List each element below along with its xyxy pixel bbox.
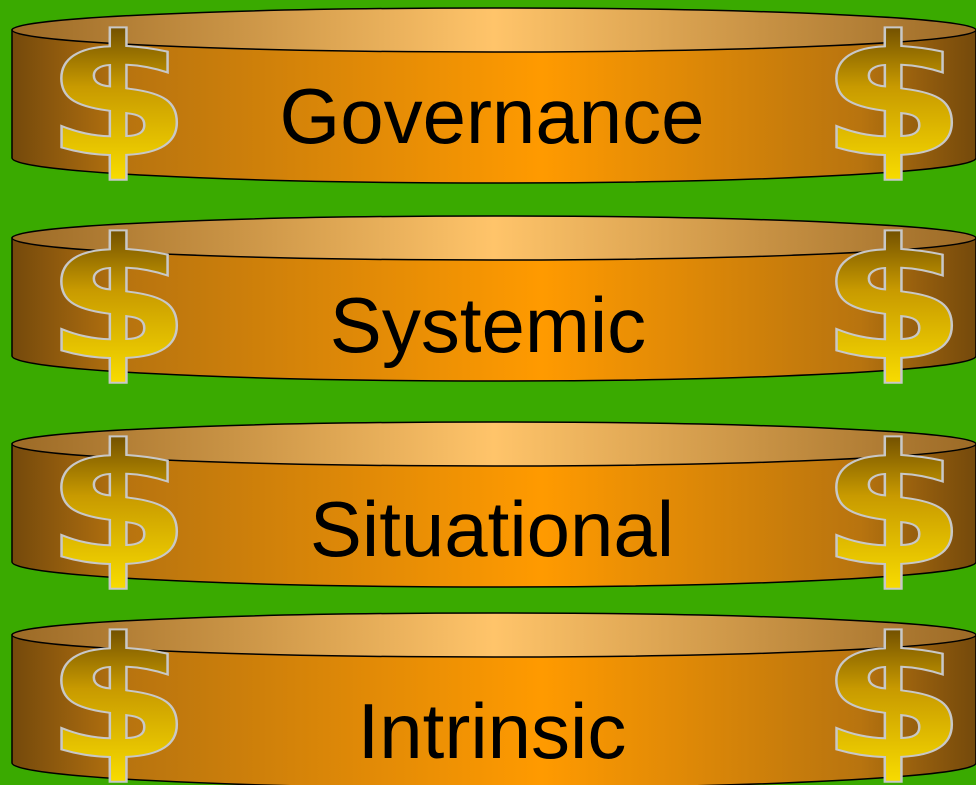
- layer-label: Situational: [310, 485, 674, 573]
- dollar-sign-icon: $: [45, 408, 191, 604]
- band-body: [11, 29, 976, 184]
- band-body: [11, 443, 976, 588]
- band-body: [11, 237, 976, 382]
- dollar-sign-icon: $: [820, 0, 966, 195]
- dollar-sign-icon: $: [45, 0, 191, 195]
- layer-band-situational: $ $ Situational: [11, 407, 976, 605]
- band-top-rim: [11, 215, 976, 261]
- dollar-sign-icon: $: [45, 601, 191, 785]
- layer-band-intrinsic: $ $ Intrinsic: [11, 600, 976, 785]
- dollar-sign-icon: $: [45, 202, 191, 398]
- layer-label: Intrinsic: [358, 687, 627, 775]
- dollar-sign-icon: $: [820, 202, 966, 398]
- layer-label: Governance: [280, 72, 705, 160]
- band-top-rim: [11, 7, 976, 53]
- layer-band-systemic: $ $ Systemic: [11, 201, 976, 399]
- band-body: [11, 634, 976, 785]
- dollar-sign-icon: $: [820, 601, 966, 785]
- layer-band-governance: $ $ Governance: [11, 0, 976, 196]
- band-top-rim: [11, 612, 976, 658]
- dollar-sign-icon: $: [820, 408, 966, 604]
- band-top-rim: [11, 421, 976, 467]
- layer-label: Systemic: [330, 281, 646, 369]
